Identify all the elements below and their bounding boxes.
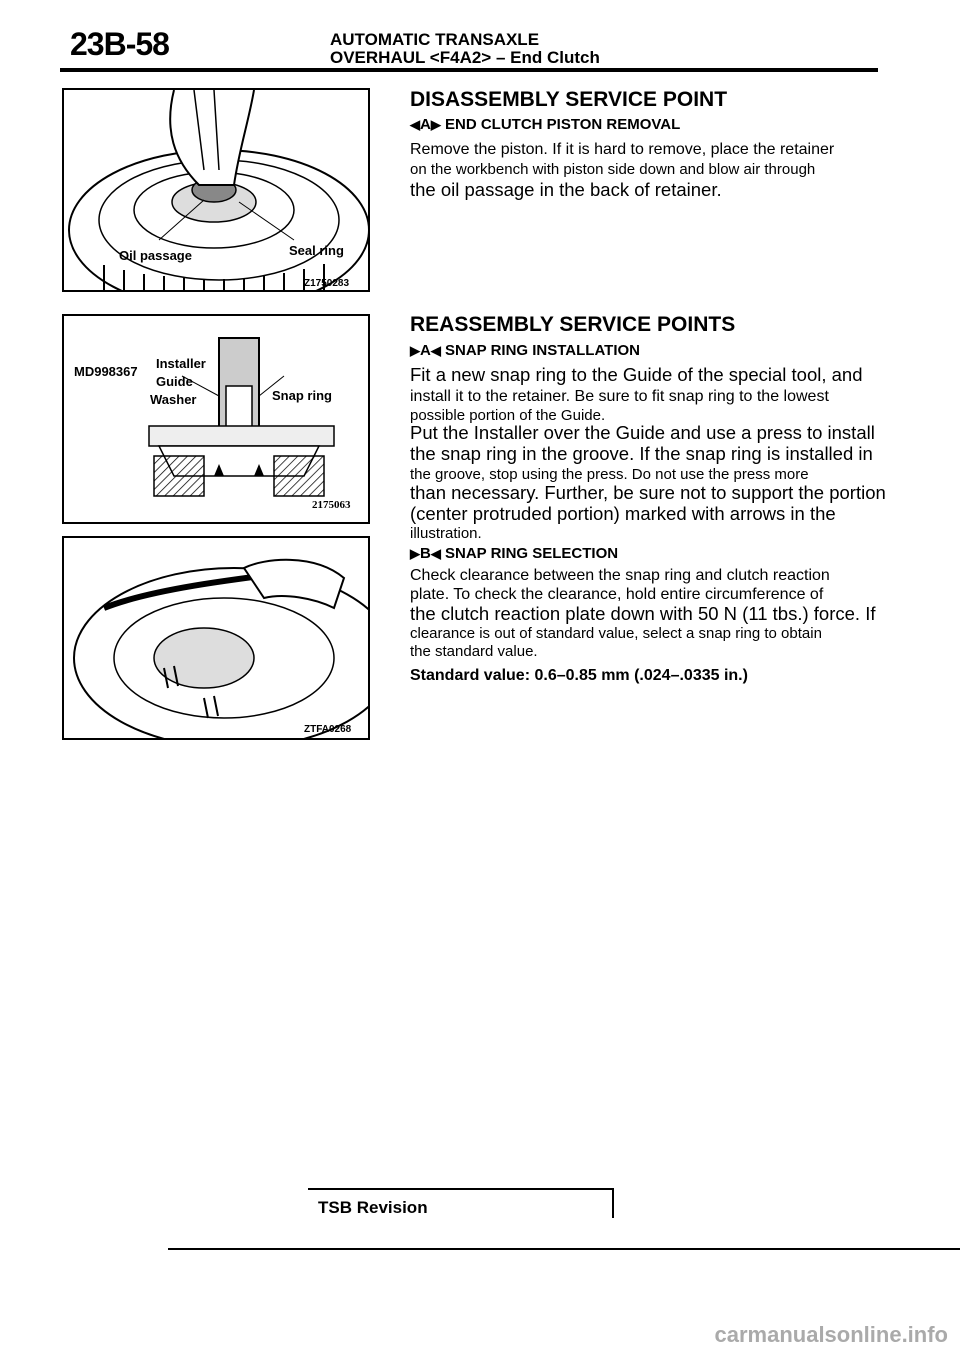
paragraph-a-line2: on the workbench with piston side down a… [410, 161, 816, 178]
paragraph-ra-line4: Put the Installer over the Guide and use… [410, 422, 875, 443]
right-triangle-icon: ▶ [410, 546, 420, 561]
disassembly-title: DISASSEMBLY SERVICE POINT [410, 88, 728, 111]
figure2-label-installer: Installer [156, 356, 206, 371]
header-title-line1: AUTOMATIC TRANSAXLE [330, 30, 540, 49]
right-triangle-icon: ▶ [430, 117, 441, 132]
paragraph-rb-line5: the standard value. [410, 643, 538, 660]
paragraph-rb-line2: plate. To check the clearance, hold enti… [410, 586, 824, 603]
subsection-ra-heading: ▶A◀ SNAP RING INSTALLATION [410, 342, 640, 359]
right-triangle-icon: ▶ [410, 343, 420, 358]
paragraph-ra-line6: the groove, stop using the press. Do not… [410, 466, 809, 483]
paragraph-ra-line1: Fit a new snap ring to the Guide of the … [410, 364, 863, 385]
marker-a: A [420, 116, 431, 133]
figure-snap-ring-selection: ZTFA0268 [62, 536, 370, 740]
left-triangle-icon: ◀ [430, 546, 441, 561]
figure1-label-seal-ring: Seal ring [289, 243, 344, 258]
standard-value: Standard value: 0.6–0.85 mm (.024–.0335 … [410, 667, 748, 684]
figure1-code: Z1750283 [304, 278, 349, 289]
paragraph-ra-line3: possible portion of the Guide. [410, 407, 606, 424]
figure2-label-washer: Washer [150, 392, 196, 407]
figure2-label-snap-ring: Snap ring [272, 388, 332, 403]
paragraph-a-line3: the oil passage in the back of retainer. [410, 179, 722, 200]
paragraph-ra-line2: install it to the retainer. Be sure to f… [410, 388, 829, 405]
figure-piston-removal: Oil passage Seal ring Z1750283 [62, 88, 370, 292]
subsection-a-title: END CLUTCH PISTON REMOVAL [445, 116, 681, 133]
marker-ra: A [420, 342, 431, 359]
left-triangle-icon: ◀ [410, 117, 420, 132]
header-rule [60, 68, 878, 72]
reassembly-title: REASSEMBLY SERVICE POINTS [410, 313, 736, 336]
figure2-label-guide: Guide [156, 374, 193, 389]
left-triangle-icon: ◀ [430, 343, 441, 358]
paragraph-rb-line4: clearance is out of standard value, sele… [410, 625, 822, 642]
paragraph-rb-line3: the clutch reaction plate down with 50 N… [410, 603, 876, 624]
watermark: carmanualsonline.info [714, 1322, 949, 1347]
subsection-rb-title: SNAP RING SELECTION [445, 545, 619, 562]
marker-rb: B [420, 545, 431, 562]
figure2-code: 2175063 [312, 499, 351, 511]
footer-rule [168, 1248, 960, 1250]
paragraph-ra-line5: the snap ring in the groove. If the snap… [410, 443, 873, 464]
figure3-code: ZTFA0268 [304, 724, 352, 735]
page-number: 23B-58 [70, 26, 170, 62]
tsb-revision-box: TSB Revision [308, 1188, 614, 1218]
paragraph-ra-line9: illustration. [410, 525, 482, 542]
paragraph-ra-line8: (center protruded portion) marked with a… [410, 503, 836, 524]
figure2-label-md998367: MD998367 [74, 364, 138, 379]
header-title-line2: OVERHAUL <F4A2> – End Clutch [330, 48, 600, 67]
paragraph-ra-line7: than necessary. Further, be sure not to … [410, 482, 886, 503]
paragraph-a-line1: Remove the piston. If it is hard to remo… [410, 141, 835, 158]
subsection-a-heading: ◀A▶ END CLUTCH PISTON REMOVAL [410, 116, 680, 133]
tsb-revision-label: TSB Revision [318, 1198, 428, 1217]
paragraph-rb-line1: Check clearance between the snap ring an… [410, 567, 830, 584]
subsection-rb-heading: ▶B◀ SNAP RING SELECTION [410, 545, 618, 562]
subsection-ra-title: SNAP RING INSTALLATION [445, 342, 641, 359]
figure-snap-ring-installation: MD998367 Installer Guide Washer Snap rin… [62, 314, 370, 524]
figure1-label-oil-passage: Oil passage [119, 248, 192, 263]
